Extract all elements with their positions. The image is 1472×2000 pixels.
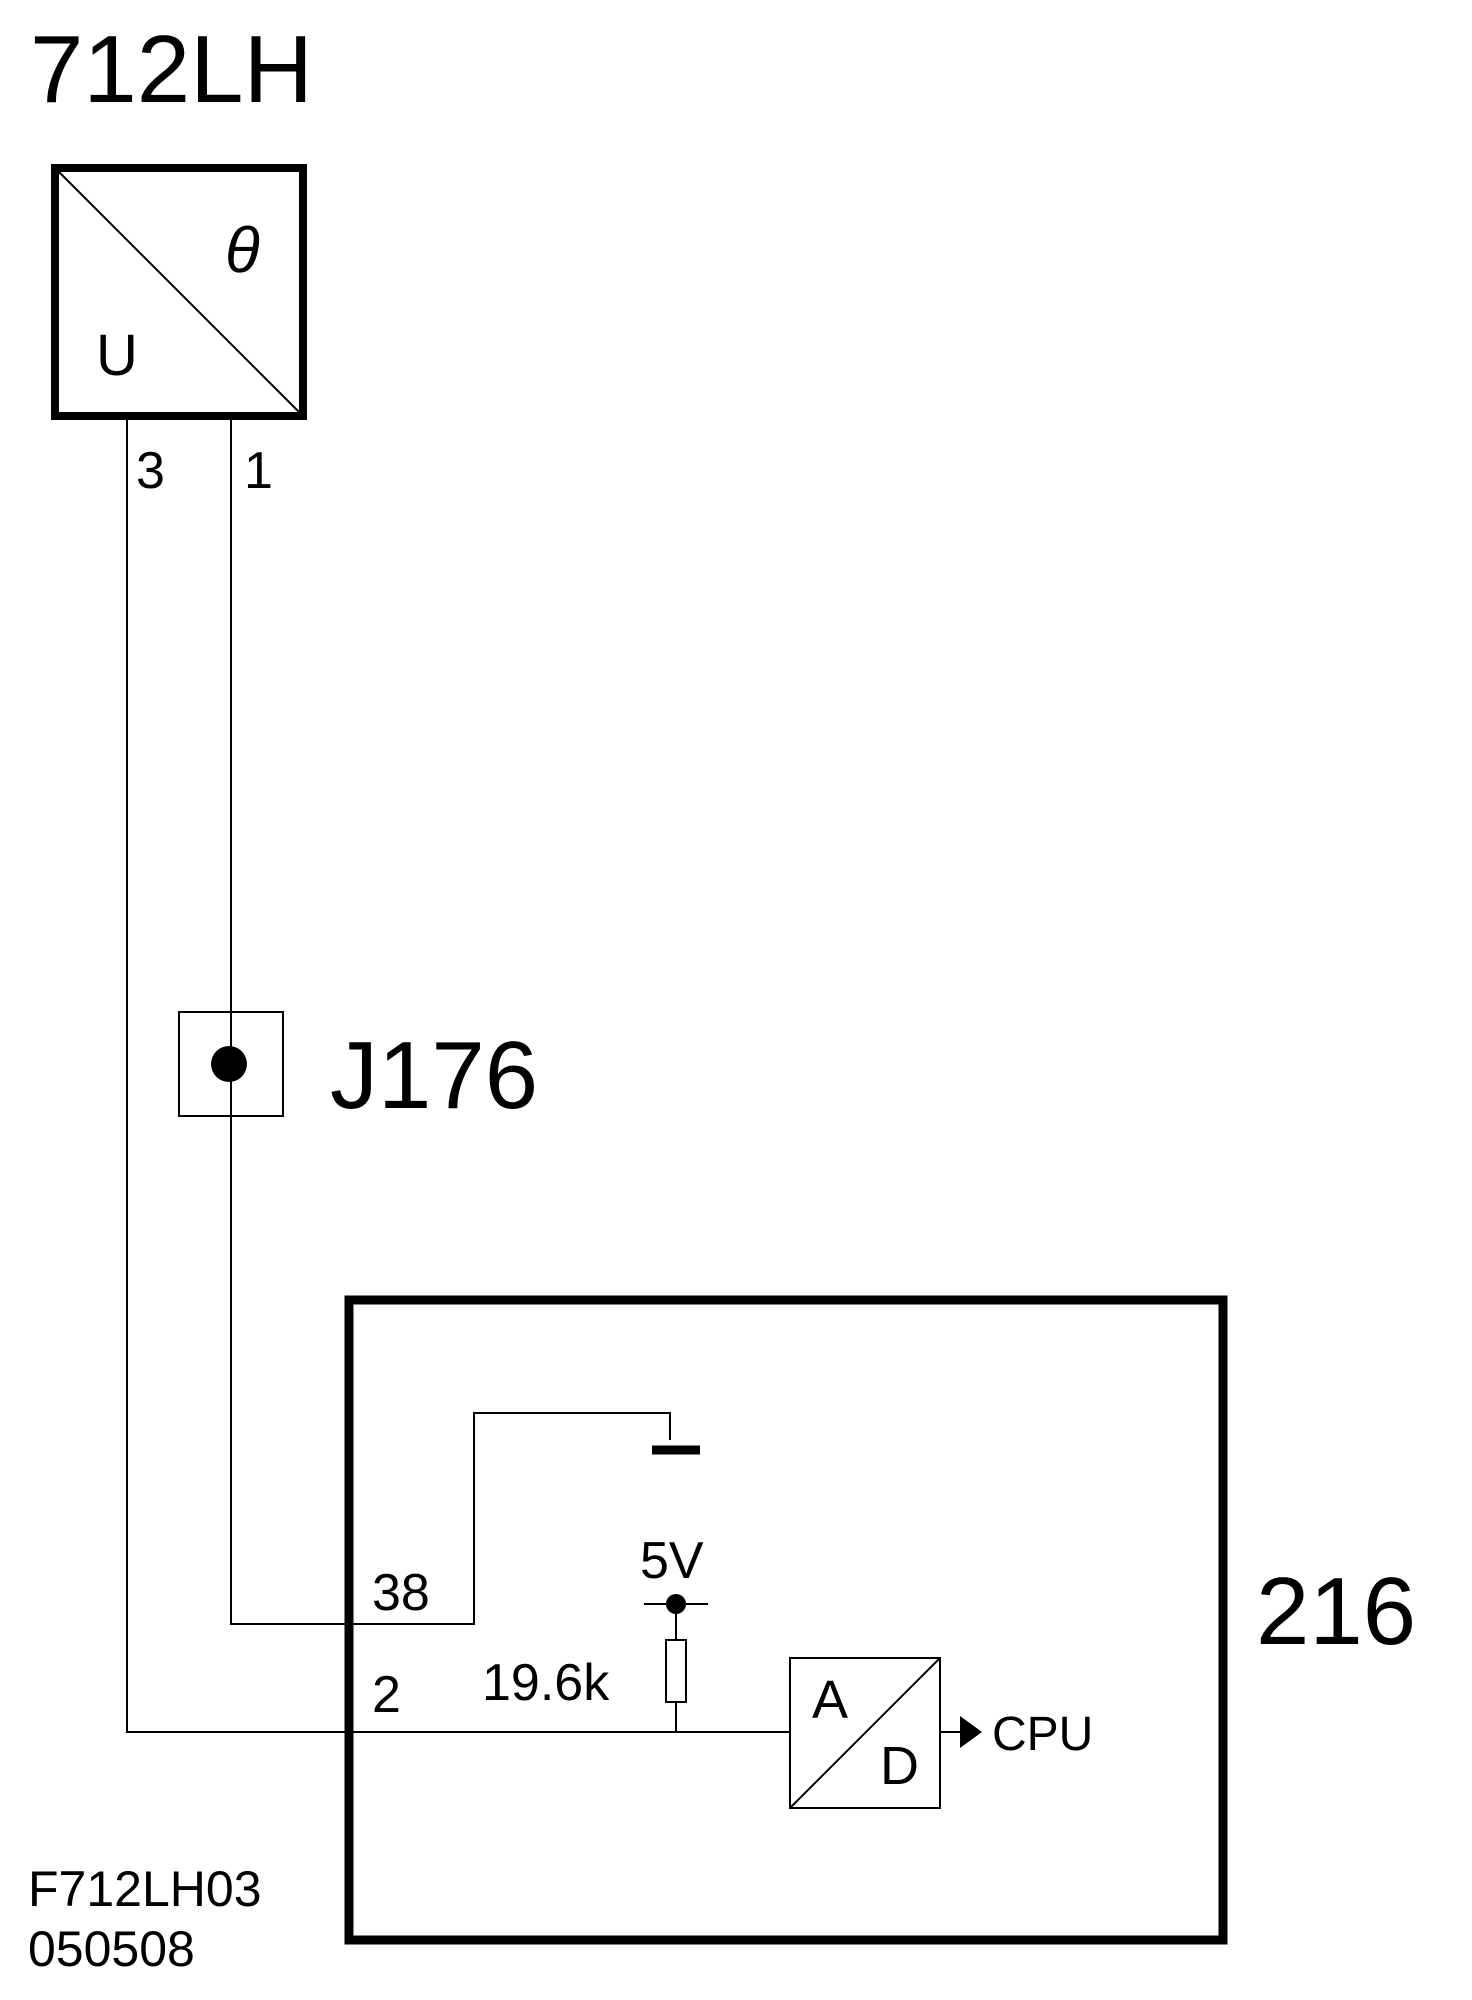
date-code: 050508: [28, 1921, 195, 1977]
junction-id: J176: [330, 1022, 538, 1129]
voltage-symbol: U: [96, 323, 138, 388]
splice-dot-icon: [211, 1046, 247, 1082]
figure-code: F712LH03: [28, 1861, 262, 1917]
resistor-icon: [665, 1639, 687, 1703]
module-pin-38: 38: [372, 1564, 430, 1622]
adc-block: A D: [789, 1657, 941, 1809]
module-pin-2: 2: [372, 1666, 401, 1724]
resistor-value: 19.6k: [482, 1654, 610, 1712]
junction-j176: [178, 1011, 284, 1117]
arrow-right-icon: [960, 1716, 982, 1748]
supply-voltage-label: 5V: [640, 1532, 704, 1590]
wire-pin1-to-pin38: [230, 416, 671, 1625]
module-box: [344, 1295, 1228, 1945]
sensor-pin-1: 1: [244, 442, 273, 500]
adc-digital-label: D: [880, 1736, 919, 1796]
sensor-box: θ U: [51, 164, 307, 420]
adc-analog-label: A: [812, 1670, 848, 1730]
theta-symbol: θ: [225, 214, 260, 286]
cpu-label: CPU: [992, 1708, 1093, 1761]
sensor-id: 712LH: [30, 16, 313, 123]
sensor-pin-3: 3: [136, 442, 165, 500]
wire-pin3-to-pin2: [126, 416, 790, 1733]
module-id: 216: [1256, 1558, 1416, 1665]
